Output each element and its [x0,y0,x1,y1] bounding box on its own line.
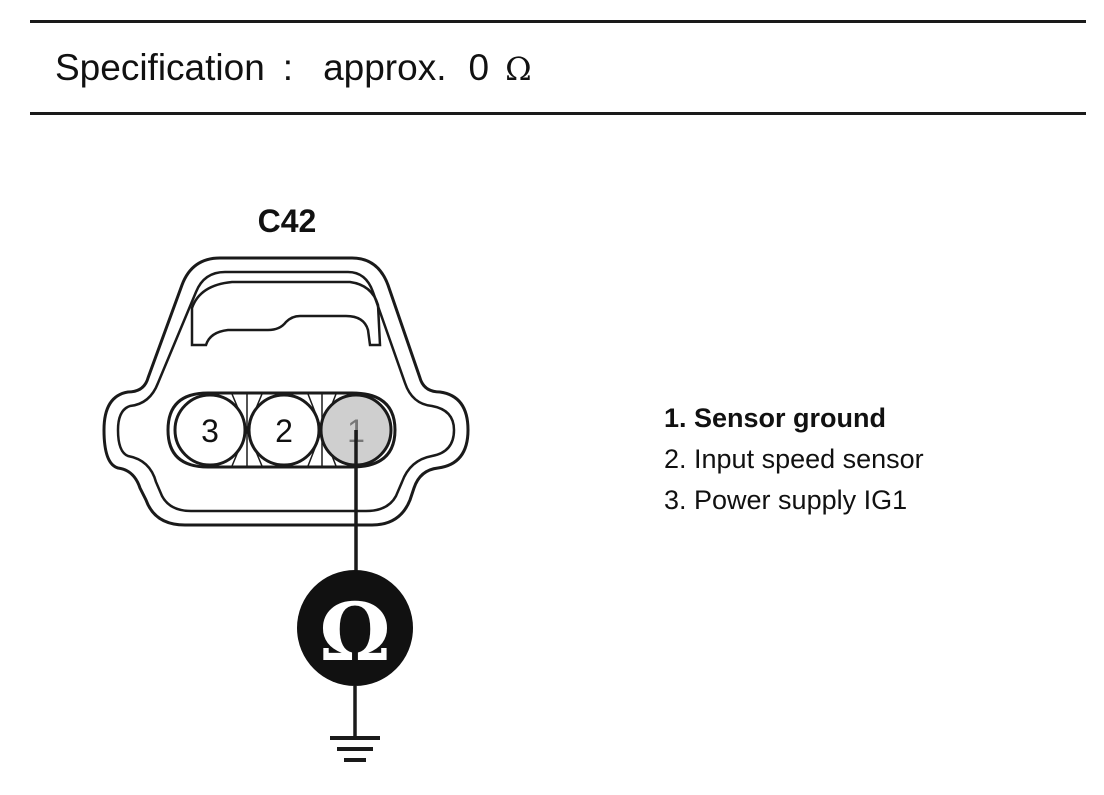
legend-item-pin-1: 1. Sensor ground [664,403,887,433]
pin-3: 3 [173,393,247,467]
specification-qualifier: approx. [323,47,447,88]
ohmmeter-symbol: Ω [319,585,390,679]
connector-name: C42 [258,203,317,239]
specification-value: 0 [468,47,490,88]
locking-tab [190,280,382,347]
pin-legend: 1. Sensor ground 2. Input speed sensor 3… [664,398,924,521]
bottom-rule [30,112,1086,115]
pin-carrier [166,391,397,469]
top-rule [30,20,1086,23]
connector-housing-inner [116,270,456,513]
legend-item-pin-3: 3. Power supply IG1 [664,485,908,515]
specification-separator: : [282,47,294,88]
specification-label: Specification [55,47,265,88]
legend-item-pin-2: 2. Input speed sensor [664,444,924,474]
pin-2-label: 2 [275,413,293,449]
ohmmeter-icon: Ω [297,570,413,686]
connector-housing-outer [102,256,470,527]
pin-2: 2 [247,393,321,467]
ground-icon [330,736,380,762]
pin-3-label: 3 [201,413,219,449]
specification-unit: Ω [505,50,532,88]
